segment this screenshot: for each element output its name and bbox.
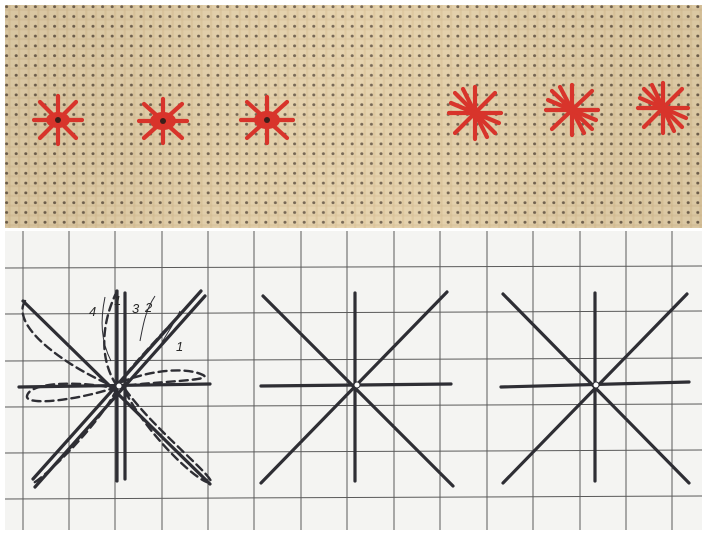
step-label-4: 4 bbox=[89, 304, 96, 319]
step-label-1: 1 bbox=[114, 293, 121, 308]
stitch-diagram: 4 1 3 2 1 bbox=[5, 231, 702, 530]
red-star-stitch bbox=[139, 99, 187, 143]
fabric-canvas bbox=[5, 5, 702, 228]
step-label-3: 3 bbox=[132, 301, 140, 316]
red-star-stitch bbox=[241, 97, 293, 143]
step-label-1b: 1 bbox=[176, 339, 183, 354]
red-star-stitch bbox=[34, 96, 82, 144]
stitch-photo bbox=[5, 5, 702, 228]
step-label-2: 2 bbox=[144, 300, 153, 315]
red-star-stitch bbox=[546, 85, 598, 135]
red-star-stitch bbox=[638, 83, 688, 133]
grid-diagram: 4 1 3 2 1 bbox=[5, 231, 702, 530]
red-star-stitch bbox=[449, 87, 501, 139]
